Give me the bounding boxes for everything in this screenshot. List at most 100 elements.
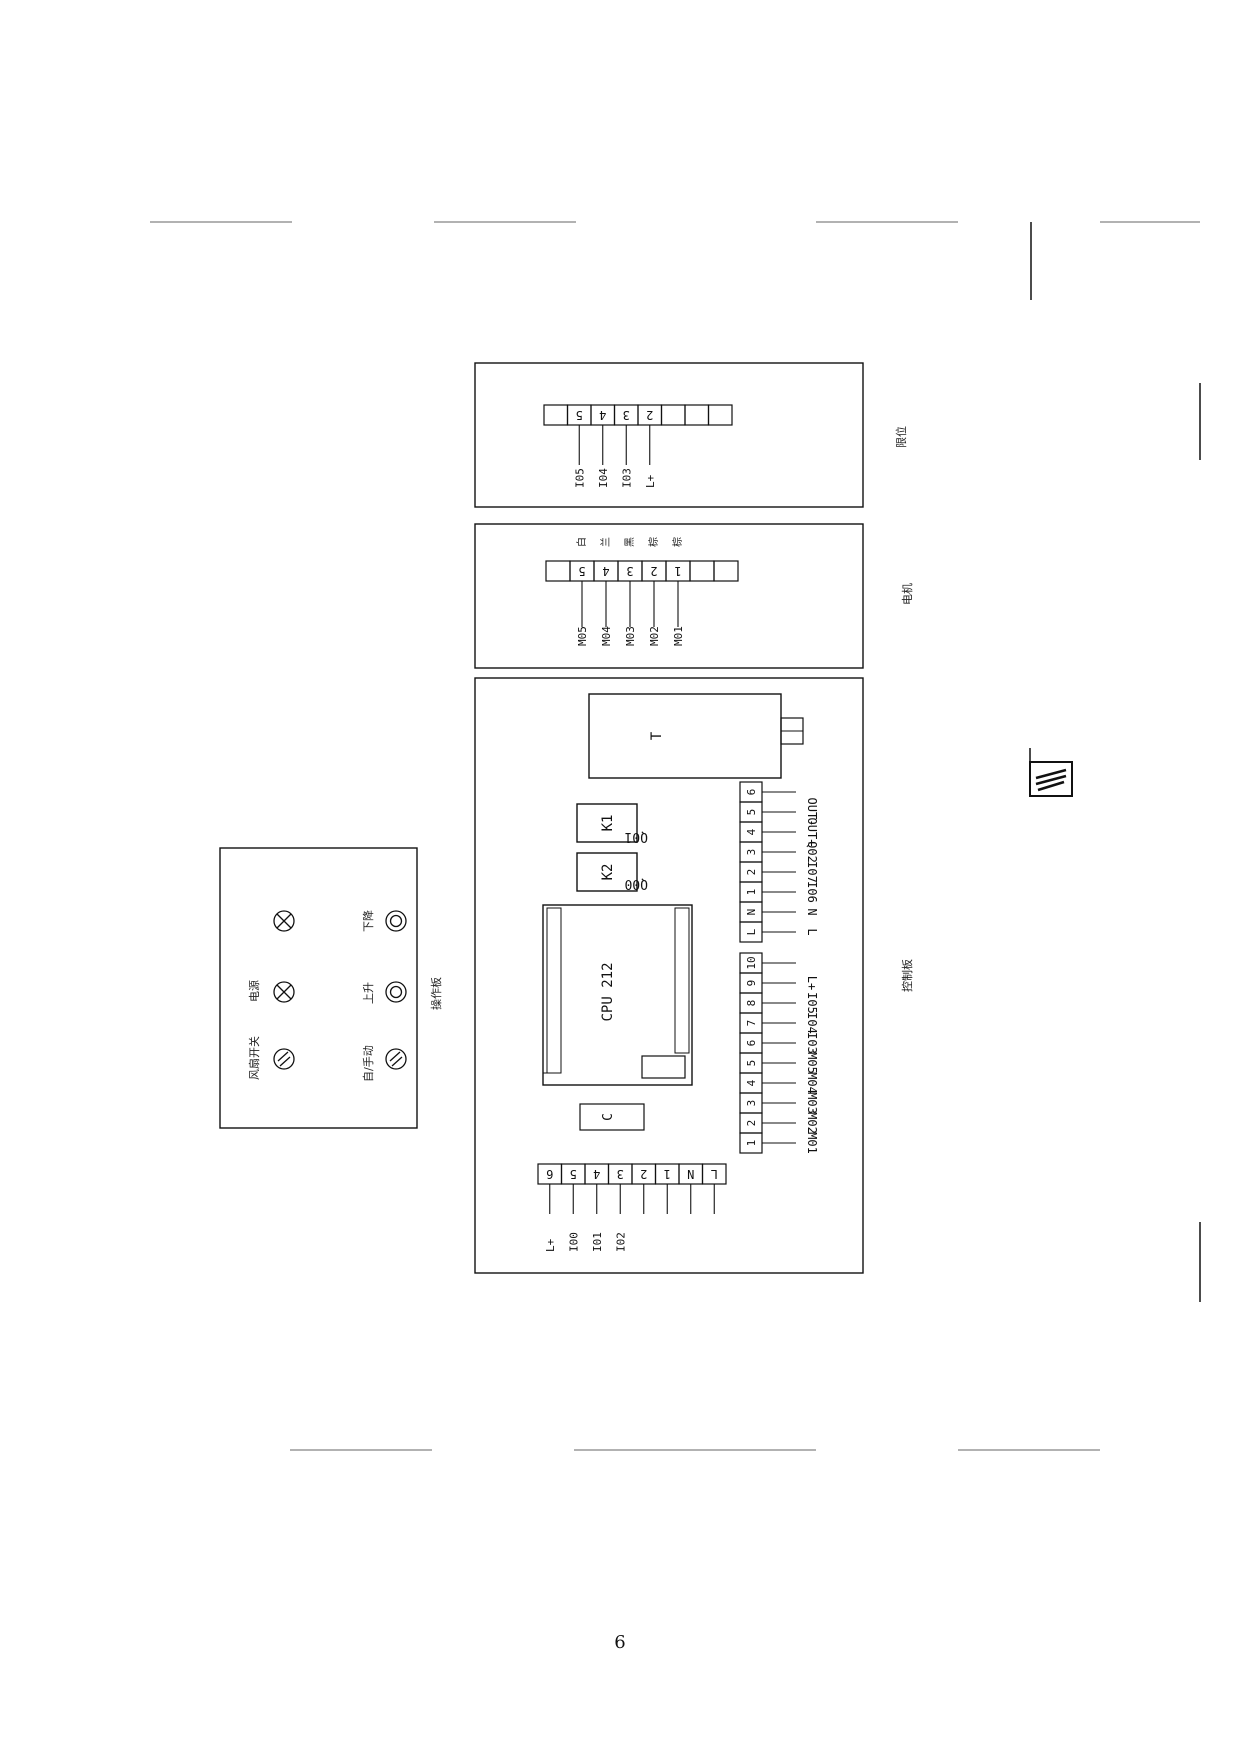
terminal-cell — [707, 404, 733, 426]
transformer: T — [588, 693, 804, 779]
transformer-label: T — [649, 731, 665, 740]
logo-emblem — [1029, 748, 1073, 797]
terminal-cell — [684, 404, 710, 426]
terminal-cell — [713, 560, 739, 582]
terminal-number: 2 — [646, 408, 653, 422]
terminal-number: 1 — [674, 564, 681, 578]
terminal-number: 4 — [745, 828, 758, 835]
signal-label: M05 — [576, 626, 589, 646]
signal-label: I03 — [620, 468, 633, 488]
terminal-cell — [660, 404, 686, 426]
signal-label: I01 — [591, 1232, 604, 1252]
terminal-number: 1 — [745, 889, 758, 896]
capacitor-label: C — [601, 1113, 616, 1121]
terminal-number: 5 — [745, 809, 758, 816]
terminal-cell — [543, 404, 569, 426]
power-label: 电源 — [247, 980, 261, 1002]
signal-label: L+ — [805, 976, 819, 990]
terminal-number: 1 — [664, 1167, 671, 1181]
down-button-icon — [385, 910, 407, 932]
control-panel-caption: 控制板 — [900, 959, 914, 992]
terminal-number: 4 — [745, 1079, 758, 1086]
up-button-icon — [385, 981, 407, 1003]
signal-label: I06 — [805, 881, 819, 903]
terminal-number: 5 — [578, 564, 585, 578]
wire-color-label: 黑 — [624, 537, 636, 547]
terminal-number: 5 — [745, 1060, 758, 1067]
auto-manual-label: 自/手动 — [361, 1045, 375, 1082]
terminal-number: 3 — [745, 1100, 758, 1107]
terminal-number: 6 — [745, 1040, 758, 1047]
signal-label: L — [805, 928, 819, 935]
relay-k2: K2 Q00 — [576, 852, 648, 892]
terminal-number: L — [711, 1167, 718, 1181]
signal-label: M03 — [624, 626, 637, 646]
signal-label: I05 — [805, 992, 819, 1014]
signal-label: M05 — [805, 1052, 819, 1074]
signal-label: L+ — [644, 474, 657, 488]
terminal-number: L — [745, 928, 758, 935]
fan-switch-label: 风扇开关 — [247, 1036, 261, 1080]
signal-label: I00 — [567, 1232, 580, 1252]
wire-color-label: 兰 — [599, 537, 612, 547]
terminal-number: 3 — [626, 564, 633, 578]
terminal-number: 10 — [745, 956, 758, 969]
terminal-number: 3 — [623, 408, 630, 422]
relay-k1-output: Q01 — [625, 829, 648, 844]
terminal-number: 5 — [576, 408, 583, 422]
terminal-number: 4 — [593, 1167, 600, 1181]
wire-color-label: 白 — [575, 537, 588, 547]
motor-wire-colors: 白兰黑棕棕 — [575, 537, 684, 547]
cpu-module: CPU 212 — [542, 904, 693, 1086]
terminal-cell — [689, 560, 715, 582]
signal-label: OUT+ — [805, 818, 819, 847]
terminal-number: 6 — [745, 789, 758, 796]
terminal-cell — [545, 560, 571, 582]
signal-label: M04 — [600, 626, 613, 646]
terminal-number: 3 — [617, 1167, 624, 1181]
page-rules — [150, 221, 1201, 1451]
wire-color-label: 棕 — [671, 537, 684, 547]
limit-panel-caption: 限位 — [894, 426, 908, 448]
terminal-number: N — [687, 1167, 694, 1181]
terminal-number: 5 — [570, 1167, 577, 1181]
terminal-number: 8 — [745, 1000, 758, 1007]
signal-label: I04 — [805, 1012, 819, 1034]
terminal-number: 2 — [640, 1167, 647, 1181]
up-label: 上升 — [362, 982, 375, 1004]
signal-label: M01 — [672, 626, 685, 646]
terminal-number: 6 — [546, 1167, 553, 1181]
power-lamp-icon — [273, 981, 295, 1003]
signal-label: M02 — [805, 1112, 819, 1134]
operation-panel-caption: 操作板 — [429, 977, 443, 1010]
signal-label: M02 — [648, 626, 661, 646]
motor-panel-caption: 电机 — [900, 583, 914, 605]
cpu-label: CPU 212 — [600, 962, 616, 1021]
relay-k2-output: Q00 — [625, 876, 648, 891]
signal-label: I07 — [805, 861, 819, 883]
signal-label: OUT- — [805, 798, 819, 827]
fan-switch-icon — [273, 1048, 295, 1070]
terminal-number: 2 — [650, 564, 657, 578]
terminal-number: 1 — [745, 1140, 758, 1147]
down-label: 下降 — [361, 910, 375, 932]
motor-signal-labels: M05 M04 M03 M02 M01 — [576, 581, 685, 646]
terminal-number: 2 — [745, 869, 758, 876]
signal-label: I03 — [805, 1032, 819, 1054]
signal-label: L+ — [544, 1238, 557, 1252]
lamp-icon — [273, 910, 295, 932]
signal-label: M01 — [805, 1132, 819, 1154]
terminal-number: 4 — [602, 564, 609, 578]
motor-terminal-strip: 5 4 3 2 1 — [545, 560, 739, 582]
operation-panel: 风扇开关 电源 自/手动 上升 下降 操作板 — [219, 847, 443, 1129]
terminal-number: 3 — [745, 849, 758, 856]
